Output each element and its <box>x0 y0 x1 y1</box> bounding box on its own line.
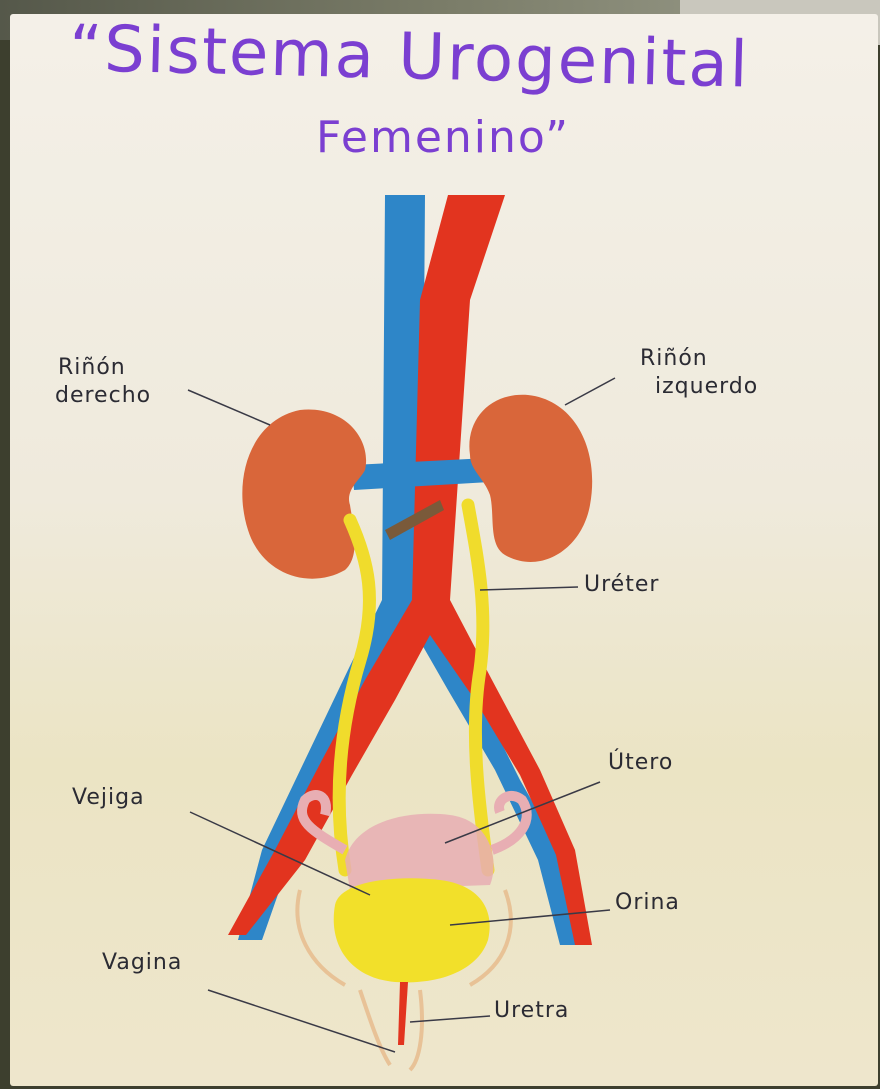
urethra <box>398 982 408 1045</box>
poster-subtitle: Femenino” <box>316 112 570 163</box>
label-rinon-derecho-line2: derecho <box>55 383 151 408</box>
label-vagina: Vagina <box>102 950 182 975</box>
kidney-left <box>469 395 592 562</box>
pointer-rinon-izquierdo <box>565 378 615 405</box>
renal-vessels <box>352 458 490 490</box>
pointer-rinon-derecho <box>188 390 270 425</box>
label-ureter: Uréter <box>584 572 659 597</box>
bladder <box>334 878 490 982</box>
label-uretra: Uretra <box>494 998 569 1023</box>
label-rinon-izquierdo-line2: izquerdo <box>655 374 758 399</box>
pointer-vagina <box>208 990 395 1052</box>
label-orina: Orina <box>615 890 680 915</box>
label-rinon-derecho-line1: Riñón <box>58 355 126 380</box>
label-rinon-izquierdo-line1: Riñón <box>640 346 708 371</box>
label-utero: Útero <box>608 750 673 775</box>
pointer-ureter <box>480 587 578 590</box>
label-vejiga: Vejiga <box>72 785 145 810</box>
kidney-right <box>242 410 366 579</box>
